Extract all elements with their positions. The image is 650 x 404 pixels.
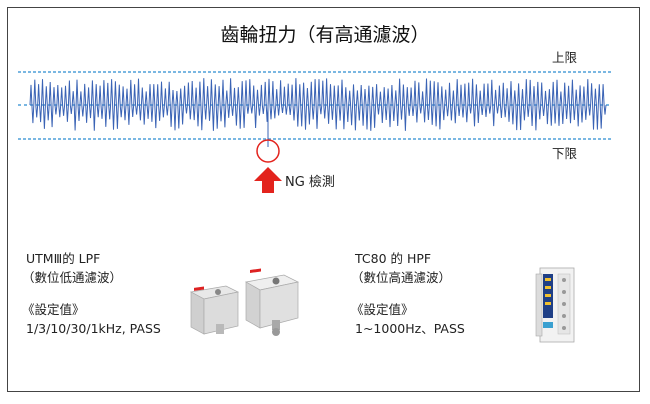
left-settings-heading: 《設定值》 xyxy=(22,302,85,317)
utm3-amplifier-image xyxy=(189,268,300,336)
ng-arrow-icon xyxy=(254,167,282,193)
lower-limit-label: 下限 xyxy=(552,146,578,161)
right-settings-value: 1~1000Hz、PASS xyxy=(355,321,465,336)
slide-title: 齒輪扭力（有高通濾波） xyxy=(220,24,430,46)
right-settings-heading: 《設定值》 xyxy=(351,302,414,317)
left-settings-value: 1/3/10/30/1kHz, PASS xyxy=(26,321,161,336)
upper-limit-label: 上限 xyxy=(552,50,578,65)
slide-frame xyxy=(7,7,640,392)
ng-detection-label: NG 檢測 xyxy=(285,175,335,190)
right-product-subtitle: （數位高通濾波） xyxy=(351,270,452,285)
torque-waveform xyxy=(29,78,607,147)
right-product-name: TC80 的 HPF xyxy=(355,251,432,266)
left-product-name: UTMⅢ的 LPF xyxy=(26,251,101,266)
tc80-module-image xyxy=(535,267,575,343)
left-product-subtitle: （數位低通濾波） xyxy=(22,270,123,285)
ng-detection-circle xyxy=(256,139,280,163)
